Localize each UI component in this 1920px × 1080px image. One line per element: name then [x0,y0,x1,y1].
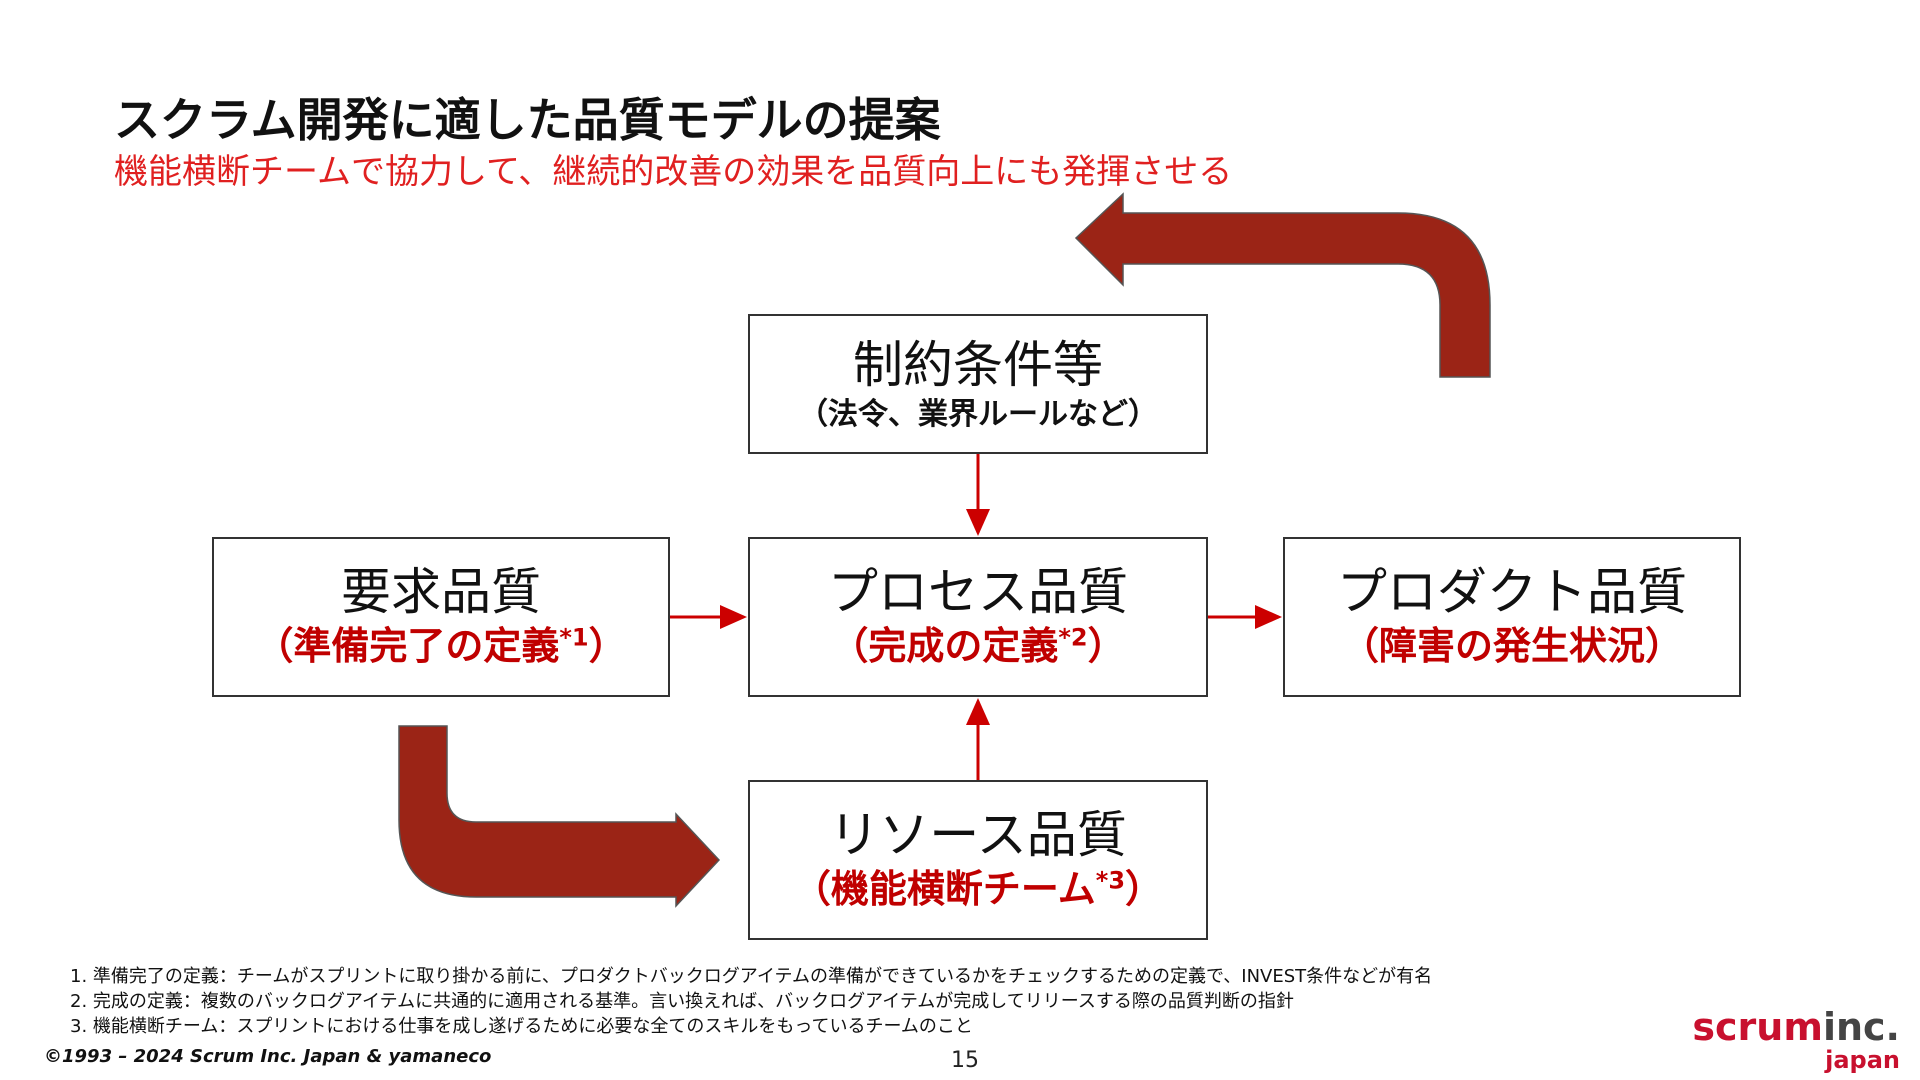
scrum-inc-japan-logo: scruminc. japan [1692,1005,1900,1074]
constraints-detail: （法令、業界ルールなど） [798,396,1158,432]
requirement-quality-title: 要求品質 [341,563,541,622]
resource-quality-title: リソース品質 [829,806,1127,865]
feedback-arrow-top [1074,192,1491,378]
footnote-2: 2. 完成の定義：複数のバックログアイテムに共通的に適用される基準。言い換えれば… [70,991,1294,1012]
footnote-ref-1: *1 [559,623,589,652]
process-quality-detail: （完成の定義*2） [830,623,1126,669]
requirement-quality-box: 要求品質 （準備完了の定義*1） [212,537,670,697]
product-quality-detail: （障害の発生状況） [1340,624,1683,669]
requirement-quality-detail: （準備完了の定義*1） [255,623,627,669]
constraints-title: 制約条件等 [853,335,1103,394]
footnote-1: 1. 準備完了の定義：チームがスプリントに取り掛かる前に、プロダクトバックログア… [70,966,1433,987]
page-number: 15 [951,1048,979,1073]
copyright: ©1993 – 2024 Scrum Inc. Japan & yamaneco [44,1046,492,1067]
product-quality-box: プロダクト品質 （障害の発生状況） [1283,537,1741,697]
resource-quality-detail: （機能横断チーム*3） [792,866,1164,912]
page-subtitle: 機能横断チームで協力して、継続的改善の効果を品質向上にも発揮させる [114,152,1233,192]
process-quality-title: プロセス品質 [828,563,1128,622]
footnote-ref-3: *3 [1095,866,1126,895]
feedback-arrow-bottom [398,725,721,908]
footnotes: 1. 準備完了の定義：チームがスプリントに取り掛かる前に、プロダクトバックログア… [70,964,1432,1039]
footnote-3: 3. 機能横断チーム：スプリントにおける仕事を成し遂げるために必要な全てのスキル… [70,1016,973,1037]
product-quality-title: プロダクト品質 [1337,563,1687,622]
process-quality-box: プロセス品質 （完成の定義*2） [748,537,1208,697]
constraints-box: 制約条件等 （法令、業界ルールなど） [748,314,1208,454]
footnote-ref-2: *2 [1058,623,1088,652]
page-title: スクラム開発に適した品質モデルの提案 [114,93,941,147]
resource-quality-box: リソース品質 （機能横断チーム*3） [748,780,1208,940]
